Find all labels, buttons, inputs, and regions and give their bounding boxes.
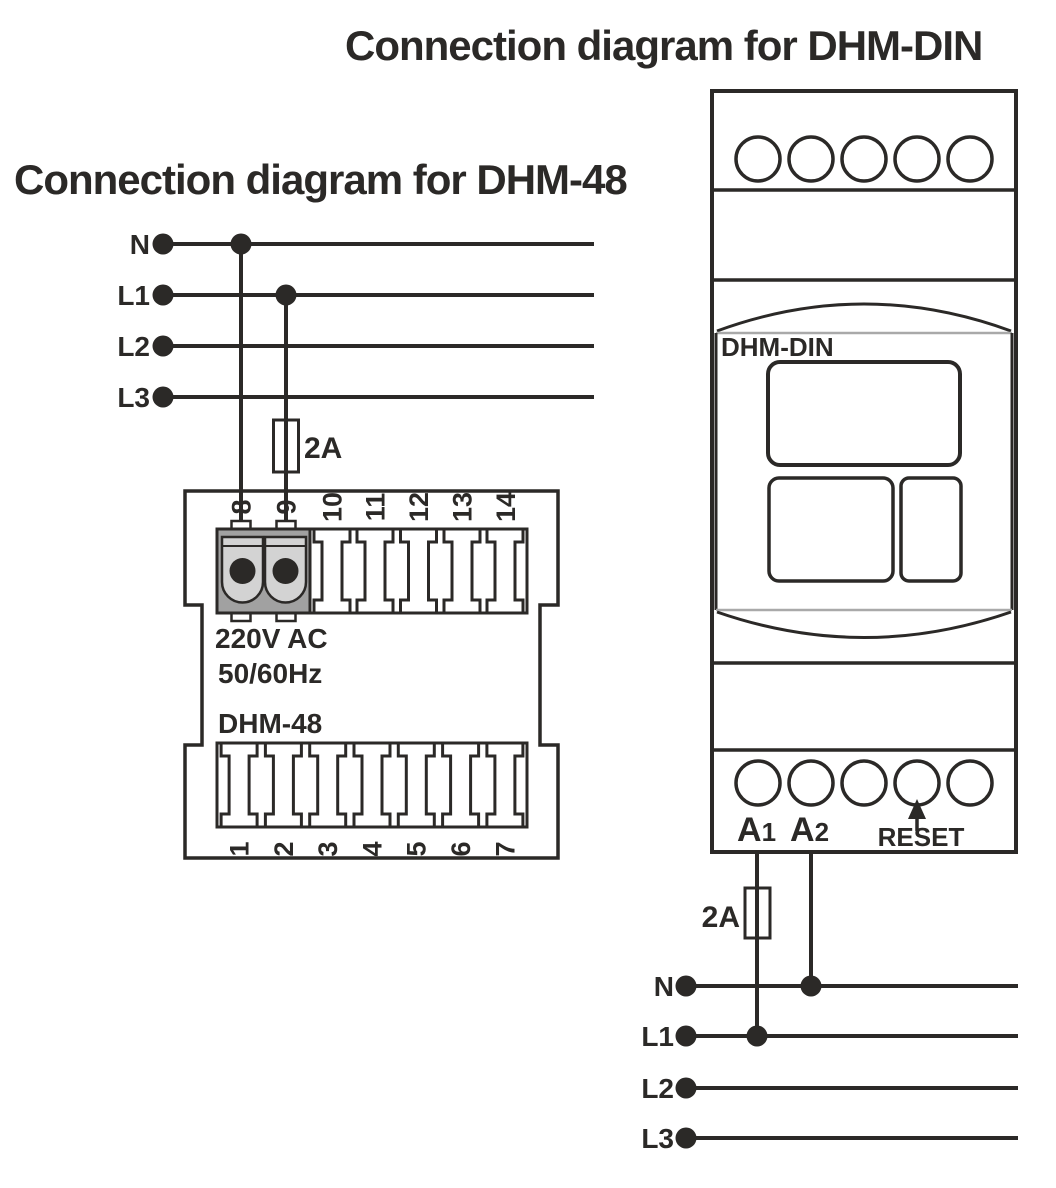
dhm-din-diagram: DHM-DIN A1 A2 RESET 2A [641,89,1018,1154]
title-dhm-din: Connection diagram for DHM-DIN [345,22,983,69]
button-right [899,476,963,583]
terminal-circle-a1 [734,759,782,807]
front-cover-arc-bottom [716,610,1012,639]
device-name-label-dhmdin: DHM-DIN [721,332,834,362]
reset-label: RESET [878,822,965,852]
terminal-number-2: 2 [269,841,299,856]
phase-start-dot-n [152,233,174,255]
phase-start-dot-l1 [152,284,174,306]
phase-label-l2: L2 [117,331,150,362]
knockout-circle [893,135,941,183]
phase-start-dot-l3 [152,386,174,408]
terminal-number-4: 4 [357,841,387,856]
terminal-number-1: 1 [225,841,255,856]
button-left [767,476,895,583]
terminal-number-3: 3 [313,841,343,856]
knockout-circle [840,135,888,183]
knockout-circle [946,135,994,183]
terminal-circle [946,759,994,807]
display-window [766,360,962,467]
terminal-circle-a2 [787,759,835,807]
dhm48-diagram: N L1 L2 L3 2A [117,229,594,860]
phase-start-dot-n [675,975,697,997]
phase-label-l1: L1 [641,1021,674,1052]
phase-label-l2: L2 [641,1073,674,1104]
terminal-number-5: 5 [402,841,432,856]
din-module-body [710,89,1018,854]
phase-start-dot-l1 [675,1025,697,1047]
phase-start-dot-l2 [152,335,174,357]
terminal-number-9: 9 [271,499,301,514]
terminal-number-14: 14 [491,492,521,522]
phase-start-dot-l2 [675,1077,697,1099]
junction-dot-l1 [275,284,297,306]
phase-label-n: N [654,971,674,1002]
phase-label-l3: L3 [641,1123,674,1154]
terminal-label-a2: A2 [790,811,829,849]
knockout-circle [734,135,782,183]
terminal-circle [840,759,888,807]
phase-label-l1: L1 [117,280,150,311]
terminal-number-8: 8 [226,499,256,514]
terminal-number-6: 6 [446,841,476,856]
reset-arrow-icon [908,799,926,819]
terminal-label-a1: A1 [737,811,776,849]
power-rating-label: 220V AC [215,623,328,654]
terminal-number-10: 10 [317,492,347,522]
fuse-symbol [272,418,300,474]
junction-dot-n [800,975,822,997]
phase-label-l3: L3 [117,382,150,413]
phase-start-dot-l3 [675,1127,697,1149]
phase-label-n: N [130,229,150,260]
terminal-circle-reset [893,759,941,807]
fuse-label: 2A [304,432,342,465]
junction-dot-n [230,233,252,255]
screw-dot-8 [229,558,256,584]
terminal-number-13: 13 [447,492,477,522]
terminal-number-11: 11 [360,493,390,522]
fuse-label: 2A [702,901,740,934]
screw-dot-9 [272,558,299,584]
fuse-symbol [743,886,772,940]
title-dhm-48: Connection diagram for DHM-48 [14,156,628,203]
device-name-label-dhm48: DHM-48 [218,708,322,739]
terminal-number-12: 12 [404,492,434,522]
terminal-number-7: 7 [490,841,520,856]
junction-dot-l1 [746,1025,768,1047]
frequency-label: 50/60Hz [218,658,322,689]
knockout-circle [787,135,835,183]
front-cover-arc-top [716,302,1012,333]
